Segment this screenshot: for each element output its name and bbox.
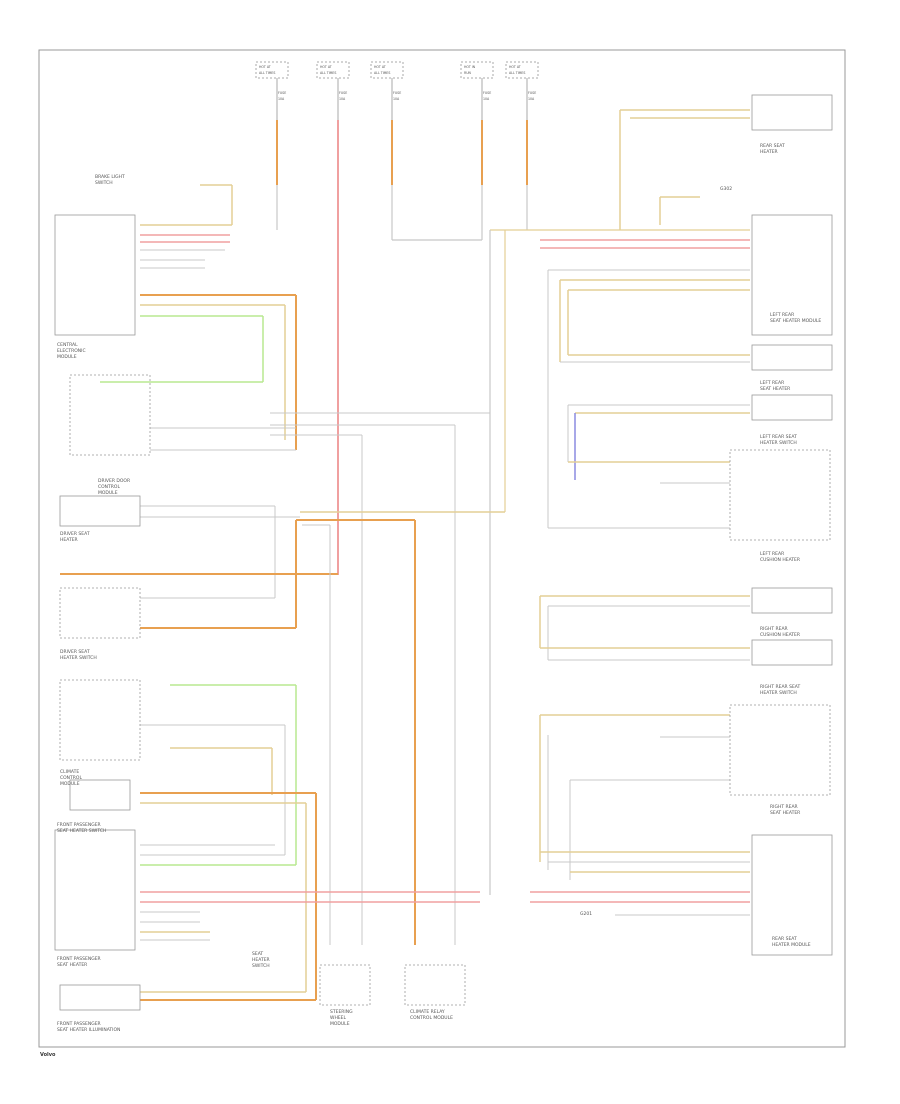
component-label-driver-seat: DRIVER SEAT xyxy=(60,531,90,537)
fuse-label: 10A xyxy=(483,97,490,101)
component-label-steering: STEERING xyxy=(330,1009,353,1015)
fuse-label: 10A xyxy=(278,97,285,101)
component-label-front-pass-switch: SEAT HEATER SWITCH xyxy=(57,828,106,834)
component-label-steering: WHEEL xyxy=(330,1015,347,1021)
fuse-label: ALL TIMES xyxy=(320,71,336,75)
component-label-left-rear-cushion: LEFT REAR xyxy=(760,551,784,557)
fuse-label: FUSE xyxy=(528,91,536,95)
component-label-front-pass-seat: FRONT PASSENGER xyxy=(57,956,101,962)
component-label-seat-heat-sw: SWITCH xyxy=(252,963,270,969)
fuse-1: HOT AT ALL TIMES FUSE 10A xyxy=(255,61,289,120)
fuse-label: FUSE xyxy=(483,91,491,95)
component-label-driver-seat-switch: HEATER SWITCH xyxy=(60,655,97,661)
fuse-label: 10A xyxy=(393,97,400,101)
component-label-right-rear-heater: RIGHT REAR xyxy=(770,804,798,810)
component-label-right-rear-heater: SEAT HEATER xyxy=(770,810,800,816)
component-label-right-rear-cushion: RIGHT REAR xyxy=(760,626,788,632)
fuse-label: ALL TIMES xyxy=(259,71,275,75)
component-label-cem: CENTRAL xyxy=(57,342,78,348)
component-label-left-rear-cushion: CUSHION HEATER xyxy=(760,557,800,563)
fuse-4: HOT IN RUN FUSE 10A xyxy=(460,61,494,120)
fuse-5: HOT AT ALL TIMES FUSE 10A xyxy=(505,61,539,120)
fuse-label: HOT AT xyxy=(509,65,521,69)
component-label-front-pass-illum: SEAT HEATER ILLUMINATION xyxy=(57,1027,120,1033)
component-label-front-pass-switch: FRONT PASSENGER xyxy=(57,822,101,828)
fuse-label: HOT AT xyxy=(320,65,332,69)
fuse-label: HOT IN xyxy=(464,65,476,69)
fuse-label: HOT AT xyxy=(374,65,386,69)
component-label-steering: MODULE xyxy=(330,1021,350,1027)
component-label-brake-light: BRAKE LIGHT xyxy=(95,174,125,180)
fuse-label: 10A xyxy=(339,97,346,101)
component-label-climate-relay: CLIMATE RELAY xyxy=(410,1009,445,1015)
fuse-label: RUN xyxy=(464,71,472,75)
component-label-rear-seat-heater: REAR SEAT xyxy=(760,143,785,149)
fuse-label: 10A xyxy=(528,97,535,101)
component-label-ground: G201 xyxy=(580,911,592,917)
component-label-front-pass-seat: SEAT HEATER xyxy=(57,962,87,968)
component-label-left-rear-heater: LEFT REAR xyxy=(760,380,784,386)
component-label-driver-seat-switch: DRIVER SEAT xyxy=(60,649,90,655)
component-label-cem: ELECTRONIC xyxy=(57,348,86,354)
component-label-left-rear-switch: LEFT REAR SEAT xyxy=(760,434,797,440)
component-label-seat-heat-sw: SEAT xyxy=(252,951,263,957)
fuse-label: ALL TIMES xyxy=(374,71,390,75)
fuse-3: HOT AT ALL TIMES FUSE 10A xyxy=(370,61,404,120)
component-label-climate: CLIMATE xyxy=(60,769,79,775)
component-label-driver-seat: HEATER xyxy=(60,537,78,543)
component-label-cem: MODULE xyxy=(57,354,77,360)
component-label-left-rear-module: SEAT HEATER MODULE xyxy=(770,318,821,324)
fuse-label: FUSE xyxy=(339,91,347,95)
component-label-left-rear-switch: HEATER SWITCH xyxy=(760,440,797,446)
component-label-left-rear-module: LEFT REAR xyxy=(770,312,794,318)
component-label-right-rear-cushion: CUSHION HEATER xyxy=(760,632,800,638)
component-label-rear-module: REAR SEAT xyxy=(772,936,797,942)
footer-label: Volvo xyxy=(40,1052,56,1058)
component-label-right-rear-switch: HEATER SWITCH xyxy=(760,690,797,696)
component-label-front-pass-illum: FRONT PASSENGER xyxy=(57,1021,101,1027)
component-label-rear-module: HEATER MODULE xyxy=(772,942,811,948)
component-label-rear-seat-heater: HEATER xyxy=(760,149,778,155)
component-label-seat-heat-sw: HEATER xyxy=(252,957,270,963)
component-label-right-rear-switch: RIGHT REAR SEAT xyxy=(760,684,801,690)
fuse-label: FUSE xyxy=(393,91,401,95)
component-label-climate-relay: CONTROL MODULE xyxy=(410,1015,453,1021)
component-label-driver-door: CONTROL xyxy=(98,484,120,490)
component-label-ground2: G302 xyxy=(720,186,732,192)
fuse-block: HOT AT ALL TIMES FUSE 10A HOT AT ALL TIMES FUS… xyxy=(255,61,539,120)
fuse-2: HOT AT ALL TIMES FUSE 10A xyxy=(316,61,350,120)
component-label-driver-door: MODULE xyxy=(98,490,118,496)
component-label-climate: MODULE xyxy=(60,781,80,787)
component-label-left-rear-heater: SEAT HEATER xyxy=(760,386,790,392)
fuse-label: HOT AT xyxy=(259,65,271,69)
component-label-climate: CONTROL xyxy=(60,775,82,781)
fuse-label: ALL TIMES xyxy=(509,71,525,75)
component-label-driver-door: DRIVER DOOR xyxy=(98,478,130,484)
fuse-label: FUSE xyxy=(278,91,286,95)
component-label-brake-light: SWITCH xyxy=(95,180,113,186)
